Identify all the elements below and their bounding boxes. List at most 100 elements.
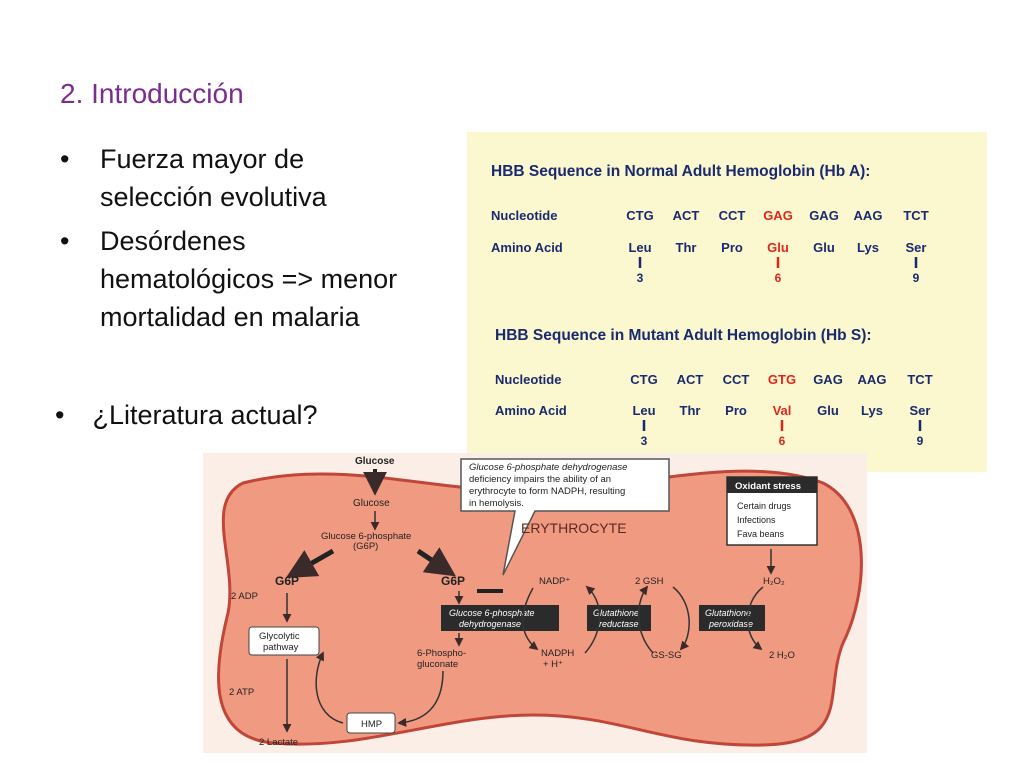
g6p-label-1: Glucose 6-phosphate	[321, 531, 411, 542]
bullet-item: Fuerza mayor de selección evolutiva	[60, 140, 420, 216]
oxidant-item: Infections	[737, 515, 776, 525]
amino-acid: Glu	[817, 403, 839, 418]
nadph-oxidation-arrow	[584, 585, 601, 654]
hbb-normal-title: HBB Sequence in Normal Adult Hemoglobin …	[491, 163, 870, 180]
callout-line-4: in hemolysis.	[469, 498, 524, 509]
callout-line-2: deficiency impairs the ability of an	[469, 474, 611, 485]
hbb-sequence-svg: HBB Sequence in Normal Adult Hemoglobin …	[491, 163, 933, 448]
g6pd-enzyme-box	[441, 605, 559, 631]
hbb-mutant-positions: 3 6 9	[641, 420, 924, 448]
position-number: 6	[779, 434, 786, 448]
codon: ACT	[677, 372, 704, 387]
glycolytic-label-2: pathway	[263, 642, 299, 653]
hmp-return-arrow	[315, 651, 344, 724]
gsh-to-gssg-arrow	[672, 586, 690, 651]
amino-acid: Leu	[628, 240, 651, 255]
hbb-normal-codons: CTG ACT CCT GAG GAG AAG TCT	[626, 208, 928, 223]
bullet-list: Fuerza mayor de selección evolutiva Desó…	[60, 140, 420, 342]
g6p-left-arrow	[285, 548, 335, 578]
amino-acid: Val	[773, 403, 792, 418]
amino-acid: Thr	[680, 403, 701, 418]
glutathione-peroxidase-box	[699, 605, 765, 631]
h2o2-label: H₂O₂	[763, 576, 785, 587]
glucose-top-label: Glucose	[355, 456, 395, 467]
g6p-left-label: G6P	[275, 574, 299, 588]
amino-acid: Lys	[861, 403, 883, 418]
h2o2-to-h2o-arrow	[747, 586, 764, 651]
slide-title: 2. Introducción	[60, 78, 244, 109]
amino-acid: Pro	[721, 240, 743, 255]
codon: ACT	[673, 208, 700, 223]
gr-label-2: reductase	[599, 619, 639, 629]
glycolytic-pathway-box	[248, 626, 320, 656]
hbb-mutant-nucleotide-label: Nucleotide	[495, 372, 561, 387]
callout-bubble	[460, 458, 670, 576]
bullet-item-last: ¿Literatura actual?	[55, 400, 318, 431]
gssg-label: GS-SG	[651, 650, 682, 661]
hmp-box	[346, 712, 396, 734]
hbb-mutant-amino-label: Amino Acid	[495, 403, 567, 418]
adp-label: 2 ADP	[231, 591, 258, 602]
amino-acid: Ser	[906, 240, 927, 255]
g6p-label-2: (G6P)	[353, 541, 378, 552]
glycolytic-label-1: Glycolytic	[259, 631, 300, 642]
codon: GAG	[813, 372, 843, 387]
hbb-sequence-figure: HBB Sequence in Normal Adult Hemoglobin …	[467, 132, 987, 472]
oxidant-stress-title: Oxidant stress	[735, 481, 801, 492]
codon: GTG	[768, 372, 796, 387]
oxidant-item: Fava beans	[737, 529, 785, 539]
gssg-to-gsh-arrow	[637, 585, 654, 654]
amino-acid: Ser	[910, 403, 931, 418]
amino-acid: Thr	[676, 240, 697, 255]
callout-line-3: erythrocyte to form NADPH, resulting	[469, 486, 625, 497]
g6pd-enzyme-label-1: Glucose 6-phosphate	[449, 608, 535, 618]
amino-acid: Lys	[857, 240, 879, 255]
gp-label-2: peroxidase	[708, 619, 753, 629]
bullet-item: Desórdenes hematológicos => menor mortal…	[60, 222, 420, 336]
amino-acid: Glu	[767, 240, 789, 255]
codon: TCT	[903, 208, 928, 223]
g6pd-pathway-figure: Glucose 6-phosphate dehydrogenase defici…	[203, 453, 867, 753]
g6pd-pathway-svg: Glucose 6-phosphate dehydrogenase defici…	[216, 456, 863, 748]
phosphogluconate-to-hmp-arrow	[397, 670, 444, 727]
atp-label: 2 ATP	[229, 687, 254, 698]
position-number: 9	[917, 434, 924, 448]
codon: AAG	[854, 208, 883, 223]
glucose-label: Glucose	[353, 498, 390, 509]
codon: CTG	[630, 372, 657, 387]
g6pd-enzyme-label-2: dehydrogenase	[459, 619, 521, 629]
gsh-label: 2 GSH	[635, 576, 664, 587]
gp-label-1: Glutathione	[705, 608, 751, 618]
g6p-right-label: G6P	[441, 574, 465, 588]
gr-label-1: Glutathione	[593, 608, 639, 618]
hbb-normal-positions: 3 6 9	[637, 257, 920, 285]
bullet-last-text: ¿Literatura actual?	[92, 400, 318, 430]
hbb-normal-nucleotide-label: Nucleotide	[491, 208, 557, 223]
codon: AAG	[858, 372, 887, 387]
nadp-reduction-arrow	[522, 587, 539, 651]
position-number: 6	[775, 271, 782, 285]
hbb-normal-amino-label: Amino Acid	[491, 240, 563, 255]
codon: CCT	[723, 372, 750, 387]
codon: GAG	[763, 208, 793, 223]
codon: TCT	[907, 372, 932, 387]
codon: CCT	[719, 208, 746, 223]
hbb-normal-aminos: Leu Thr Pro Glu Glu Lys Ser	[628, 240, 926, 255]
nadph-h-label: + H⁺	[543, 659, 563, 670]
erythrocyte-label: ERYTHROCYTE	[521, 520, 627, 536]
position-number: 3	[641, 434, 648, 448]
oxidant-stress-header	[727, 477, 817, 493]
phosphogluconate-label-1: 6-Phospho-	[417, 648, 466, 659]
amino-acid: Glu	[813, 240, 835, 255]
position-number: 3	[637, 271, 644, 285]
lactate-label: 2 Lactate	[259, 737, 298, 748]
h2o-label: 2 H₂O	[769, 650, 795, 661]
g6p-right-arrow	[416, 547, 456, 577]
callout-line-1: Glucose 6-phosphate dehydrogenase	[469, 462, 627, 473]
codon: GAG	[809, 208, 839, 223]
nadph-label: NADPH	[541, 648, 574, 659]
nadp-label: NADP⁺	[539, 576, 570, 587]
codon: CTG	[626, 208, 653, 223]
position-number: 9	[913, 271, 920, 285]
